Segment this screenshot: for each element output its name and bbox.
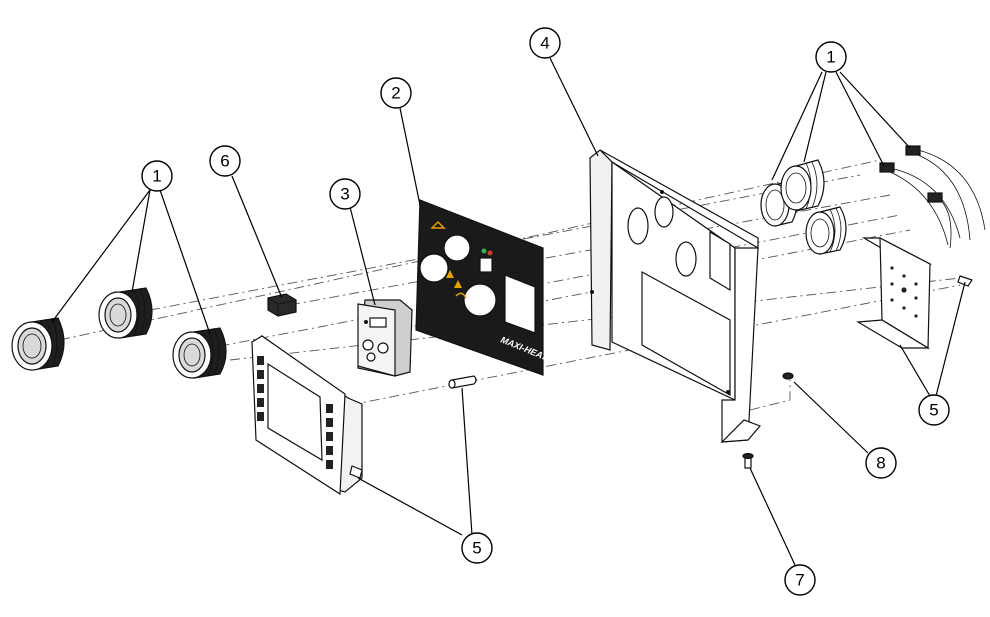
callout-5-bottom: 5	[461, 532, 493, 564]
gauge-left-3	[172, 327, 227, 379]
rocker-switch	[267, 293, 297, 317]
callout-label: 3	[340, 185, 349, 204]
control-module	[357, 299, 413, 377]
nut	[782, 372, 794, 380]
gauge-left-1	[11, 317, 65, 371]
callout-7: 7	[784, 564, 816, 596]
standoff-pin	[448, 375, 477, 389]
leader-lines	[51, 57, 966, 566]
callout-label: 4	[540, 34, 549, 53]
screw	[742, 452, 754, 469]
gauge-left-2	[98, 287, 153, 339]
callout-3: 3	[329, 178, 361, 210]
callout-label: 2	[391, 84, 400, 103]
wiring-harness	[879, 145, 986, 249]
callout-5-right: 5	[918, 394, 950, 426]
callout-1-right: 1	[815, 41, 847, 73]
callout-label: 1	[152, 167, 161, 186]
callout-1-left: 1	[141, 160, 173, 192]
display-enclosure	[251, 334, 363, 496]
gauge-right-3	[805, 206, 847, 255]
perforated-bracket	[856, 236, 933, 350]
callout-label: 5	[472, 539, 481, 558]
gauge-right-2	[780, 159, 825, 212]
callout-6: 6	[209, 145, 241, 177]
callout-2: 2	[380, 77, 412, 109]
callout-8: 8	[865, 447, 897, 479]
callout-label: 6	[220, 152, 229, 171]
callout-label: 8	[876, 454, 885, 473]
callout-4: 4	[529, 27, 561, 59]
callout-label: 1	[826, 48, 835, 67]
clip-fastener	[957, 275, 973, 287]
callout-label: 5	[929, 401, 938, 420]
decal-panel: MAXI-HEAT	[415, 199, 550, 376]
mounting-bracket	[589, 149, 762, 443]
callout-label: 7	[795, 571, 804, 590]
